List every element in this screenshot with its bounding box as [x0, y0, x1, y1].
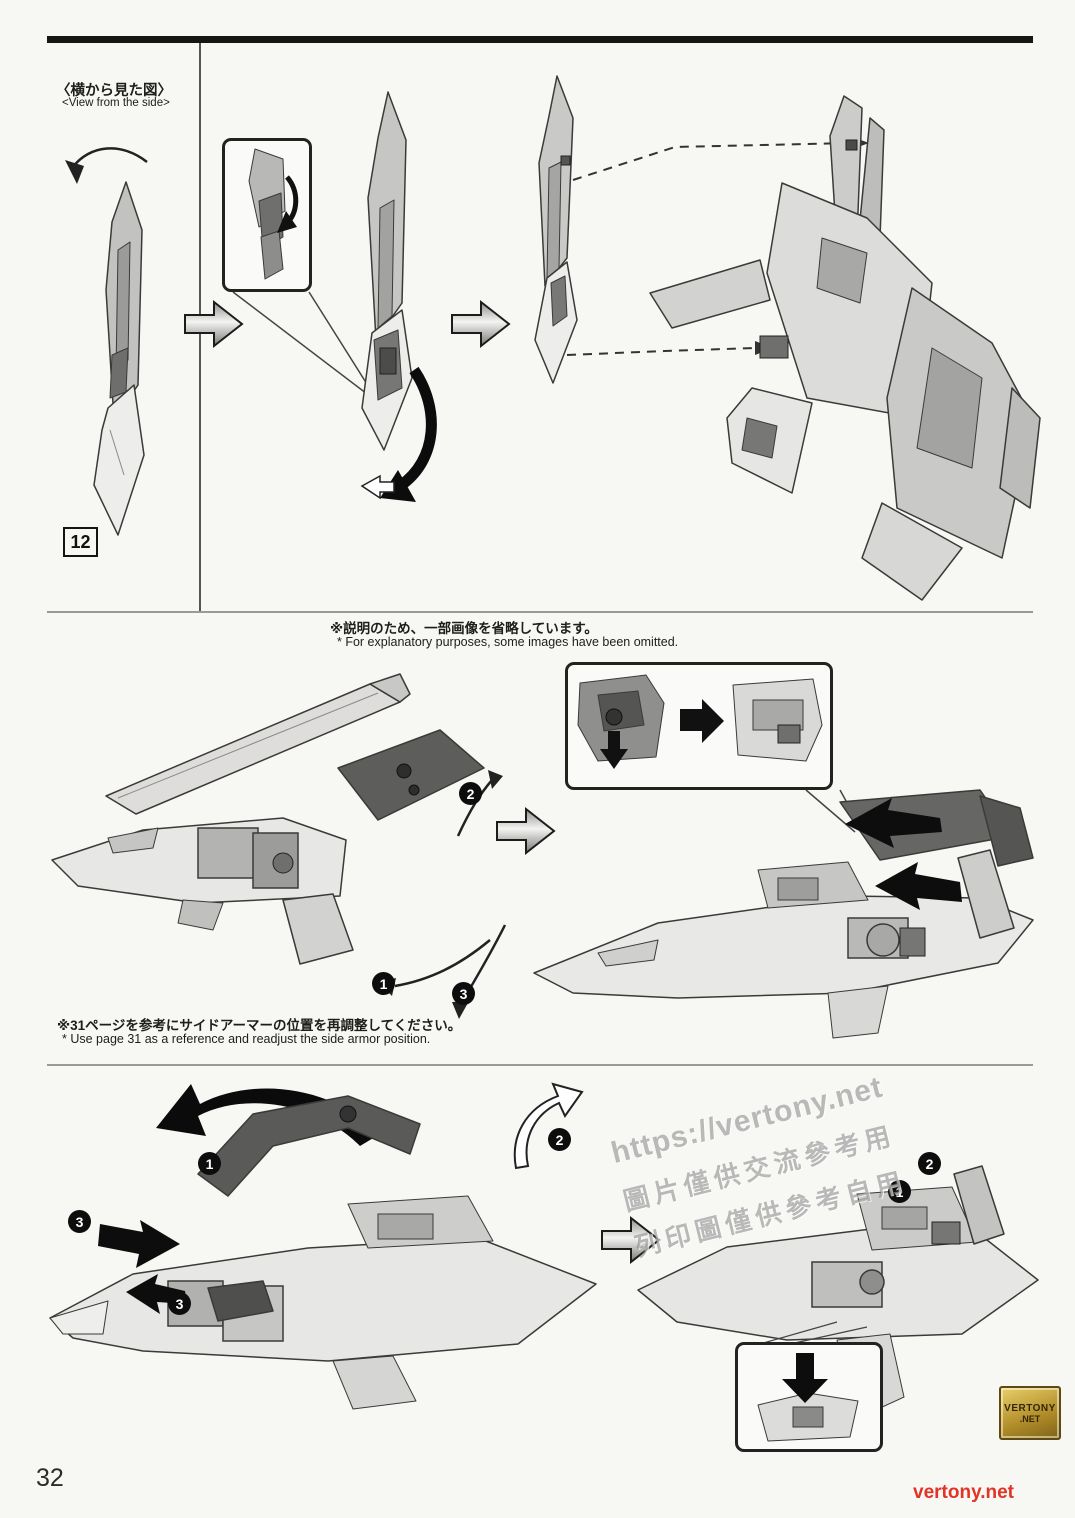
- page-number: 32: [36, 1464, 64, 1492]
- big-fold-arrow-icon: [156, 1084, 380, 1146]
- note-readjust-en: * Use page 31 as a reference and readjus…: [62, 1032, 431, 1046]
- step-badge-1: 1: [372, 972, 395, 995]
- view-label-jp: 〈横から見た図〉: [56, 83, 172, 99]
- next-step-arrow-icon: [451, 299, 511, 349]
- insert-down-arrow-icon: [782, 1353, 828, 1403]
- step-badge-3: 3: [452, 982, 475, 1005]
- vertony-stamp-badge: VERTONY .NET: [999, 1386, 1061, 1440]
- step-number-box: 12: [63, 527, 98, 557]
- clip-insert-detail-illustration: [757, 1353, 859, 1442]
- tail-binder-folded-illustration: [534, 75, 578, 384]
- detail-inset-box-2: [565, 662, 833, 790]
- section-separator-1: [47, 611, 1033, 613]
- section-separator-2: [47, 1064, 1033, 1066]
- step-badge-2: 2: [548, 1128, 571, 1151]
- tail-binder-side-view-illustration: [65, 147, 148, 536]
- detail-inset-box-1: [222, 138, 312, 292]
- motion-direction-arrows: [378, 770, 507, 1019]
- step-badge-2: 2: [918, 1152, 941, 1175]
- white-rotate-arrow-icon: [513, 1082, 584, 1170]
- fold-arrow-icon: [277, 175, 299, 233]
- step-badge-3: 3: [68, 1210, 91, 1233]
- push-arrow-icon: [875, 862, 962, 910]
- waverider-transform-illustration: [51, 673, 485, 965]
- next-step-arrow-icon: [601, 1215, 661, 1265]
- assembled-backpack-unit-illustration: [649, 95, 1041, 601]
- view-label-en: <View from the side>: [62, 97, 170, 109]
- small-white-arrow-icon: [360, 474, 395, 500]
- waverider-armor-attach-illustration: [533, 789, 1034, 1039]
- note-omitted-en: * For explanatory purposes, some images …: [337, 635, 679, 649]
- push-arrow-icon: [845, 798, 942, 848]
- step-badge-3: 3: [168, 1292, 191, 1315]
- push-arrow-icon: [98, 1220, 180, 1268]
- stamp-line-2: .NET: [1019, 1413, 1041, 1424]
- rotate-arrow-icon: [380, 366, 437, 502]
- step-badge-1: 1: [198, 1152, 221, 1175]
- next-step-arrow-icon: [184, 299, 244, 349]
- insert-arrow-icon: [600, 731, 628, 769]
- push-arrow-icon: [126, 1274, 187, 1314]
- waverider-arm-fold-illustration: [49, 1082, 597, 1410]
- detail-mechanism-illustration: [248, 148, 299, 280]
- note-readjust-jp: ※31ページを参考にサイドアーマーの位置を再調整してください。: [57, 1018, 462, 1033]
- step-badge-2: 2: [459, 782, 482, 805]
- insert-arrow-icon: [680, 699, 724, 743]
- step-badge-1: 1: [888, 1180, 911, 1203]
- detail-inset-box-3: [735, 1342, 883, 1452]
- footer-site-text: vertony.net: [913, 1482, 1015, 1503]
- peg-insert-detail-illustration: [577, 674, 823, 769]
- rotate-direction-arrow-icon: [65, 147, 148, 184]
- stamp-line-1: VERTONY: [1004, 1402, 1056, 1414]
- step-number: 12: [70, 531, 91, 552]
- note-omitted-jp: ※説明のため、一部画像を省略しています。: [330, 621, 598, 636]
- next-step-arrow-icon: [496, 806, 556, 856]
- tail-binder-folding-illustration: [360, 91, 437, 502]
- top-rule: [47, 36, 1033, 43]
